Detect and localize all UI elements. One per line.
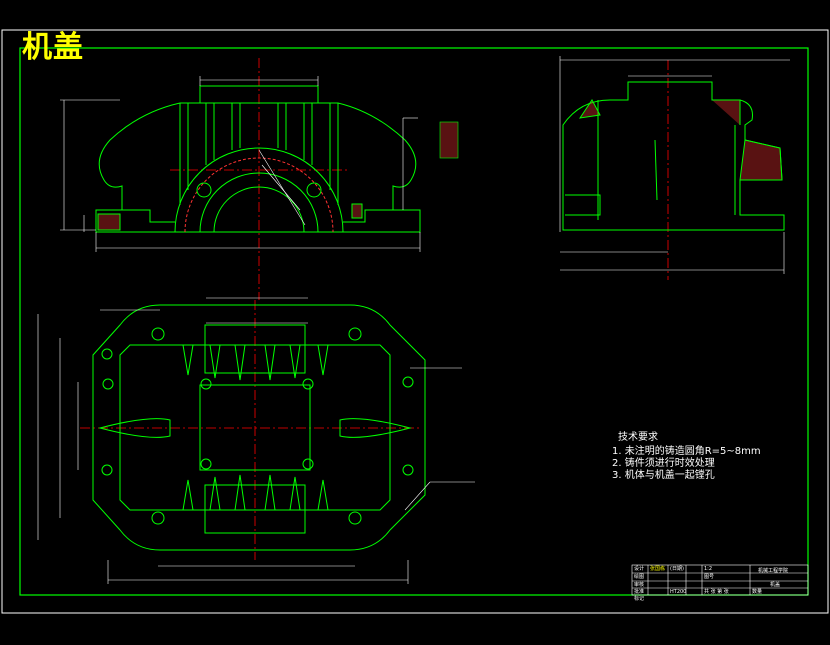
technical-requirements: 技术要求 1. 未注明的铸造圆角R=5~8mm 2. 铸件须进行时效处理 3. … [612, 432, 761, 482]
front-view [95, 58, 421, 300]
top-view-dimensions [37, 297, 475, 584]
front-view-dimensions [60, 76, 459, 252]
tech-requirements-heading: 技术要求 [618, 432, 658, 443]
tb-checker-label: 审核 [634, 582, 645, 588]
sheet-outer-border [1, 29, 829, 614]
side-view [562, 60, 785, 280]
tb-drawing-no-label: 图号 [704, 574, 715, 580]
tb-designer-label: 设计 [634, 566, 645, 572]
tech-requirement-1: 1. 未注明的铸造圆角R=5~8mm [612, 446, 761, 457]
tb-qty-label: 数量 [752, 589, 763, 595]
tech-requirement-2: 2. 铸件须进行时效处理 [612, 458, 715, 469]
tech-requirement-3: 3. 机体与机盖一起镗孔 [612, 470, 715, 481]
tb-sheet-label: 共 张 第 张 [704, 589, 729, 595]
tb-material: HT200 [670, 589, 687, 595]
tb-drafter-label: 绘图 [634, 574, 645, 580]
side-view-dimensions [559, 56, 790, 274]
title-block-grid [631, 564, 809, 596]
tb-approve-label: 批准 [634, 589, 645, 595]
drawing-title: 机盖 [22, 30, 84, 65]
tb-scale: 1:2 [704, 566, 713, 572]
tb-school: 机械工程学院 [758, 568, 789, 574]
tb-part-name: 机盖 [770, 582, 781, 588]
sheet-inner-border [19, 47, 809, 596]
top-view [80, 300, 426, 560]
tb-designer-name: 张国栋 [650, 566, 666, 572]
tb-mark-label: 标记 [634, 596, 645, 602]
tb-date-label: (日期) [670, 566, 684, 572]
